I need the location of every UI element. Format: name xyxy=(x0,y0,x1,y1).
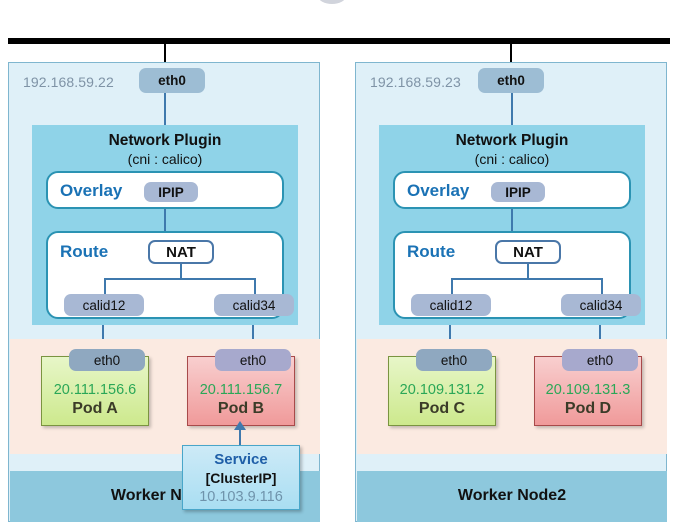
pod-name: Pod B xyxy=(217,400,265,417)
network-plugin-2: Network Plugin (cni : calico) Overlay IP… xyxy=(379,125,645,325)
node-eth0-pill[interactable]: eth0 xyxy=(139,68,205,93)
calid12-stem-2 xyxy=(451,278,453,296)
service-ip: 10.103.9.116 xyxy=(199,489,283,505)
calid12-pill[interactable]: calid12 xyxy=(411,294,491,316)
calid34-stem-2 xyxy=(601,278,603,296)
pod-c-eth0-pill[interactable]: eth0 xyxy=(416,349,492,371)
overlay-box-1[interactable]: Overlay IPIP xyxy=(46,171,284,209)
route-label: Route xyxy=(60,242,109,261)
node-ip-label: 192.168.59.23 xyxy=(370,74,461,90)
service-clusterip-box[interactable]: Service [ClusterIP] 10.103.9.116 xyxy=(182,445,300,510)
node2-trunk-line-top xyxy=(511,93,513,127)
service-to-pod-line xyxy=(239,425,241,446)
nat-split-2 xyxy=(451,278,603,280)
overlay-route-link-2 xyxy=(511,209,513,231)
ipip-chip[interactable]: IPIP xyxy=(491,182,545,202)
calid12-pill[interactable]: calid12 xyxy=(64,294,144,316)
pod-ip: 20.109.131.3 xyxy=(545,382,631,398)
cloud-icon xyxy=(318,0,346,4)
overlay-label: Overlay xyxy=(60,181,123,200)
pod-ip: 20.111.156.6 xyxy=(53,382,137,398)
network-plugin-title: Network Plugin xyxy=(108,132,222,149)
nat-stem-2 xyxy=(527,264,529,280)
pod-name: Pod D xyxy=(564,400,612,417)
route-box-2[interactable]: Route NAT calid12 calid34 xyxy=(393,231,641,319)
calid34-pill[interactable]: calid34 xyxy=(214,294,294,316)
pod-ip: 20.109.131.2 xyxy=(399,382,485,398)
worker-node-1[interactable]: 192.168.59.22 eth0 Network Plugin (cni :… xyxy=(8,62,320,522)
pod-d-eth0-pill[interactable]: eth0 xyxy=(562,349,638,371)
pod-b-eth0-pill[interactable]: eth0 xyxy=(215,349,291,371)
pod-d[interactable]: 20.109.131.3 Pod D xyxy=(534,356,642,426)
worker-band-2: Worker Node2 xyxy=(357,471,667,522)
node-eth0-pill[interactable]: eth0 xyxy=(478,68,544,93)
network-plugin-subtitle: (cni : calico) xyxy=(127,151,203,167)
node1-trunk-line-top xyxy=(164,93,166,127)
node-ip-label: 192.168.59.22 xyxy=(23,74,114,90)
network-plugin-1: Network Plugin (cni : calico) Overlay IP… xyxy=(32,125,298,325)
nat-box[interactable]: NAT xyxy=(148,240,214,264)
bus-drop-node2 xyxy=(510,44,512,66)
pod-name: Pod C xyxy=(418,400,466,417)
service-arrow-icon xyxy=(234,421,246,430)
nat-split-1 xyxy=(104,278,256,280)
bus-drop-node1 xyxy=(164,44,166,66)
external-network-bus xyxy=(8,38,670,44)
worker-node-2[interactable]: 192.168.59.23 eth0 Network Plugin (cni :… xyxy=(355,62,667,522)
calid34-pill[interactable]: calid34 xyxy=(561,294,641,316)
pod-a-eth0-pill[interactable]: eth0 xyxy=(69,349,145,371)
nat-box[interactable]: NAT xyxy=(495,240,561,264)
route-box-1[interactable]: Route NAT calid12 calid34 xyxy=(46,231,294,319)
calid34-stem-1 xyxy=(254,278,256,296)
ipip-chip[interactable]: IPIP xyxy=(144,182,198,202)
pod-name: Pod A xyxy=(72,400,118,417)
overlay-label: Overlay xyxy=(407,181,470,200)
network-plugin-title: Network Plugin xyxy=(455,132,569,149)
pod-ip: 20.111.156.7 xyxy=(199,382,283,398)
calid12-stem-1 xyxy=(104,278,106,296)
nat-stem-1 xyxy=(180,264,182,280)
service-type: [ClusterIP] xyxy=(205,470,277,486)
overlay-box-2[interactable]: Overlay IPIP xyxy=(393,171,631,209)
worker-node-label: Worker Node2 xyxy=(457,487,567,504)
overlay-route-link-1 xyxy=(164,209,166,231)
service-title: Service xyxy=(214,451,268,468)
route-label: Route xyxy=(407,242,456,261)
network-plugin-subtitle: (cni : calico) xyxy=(474,151,550,167)
